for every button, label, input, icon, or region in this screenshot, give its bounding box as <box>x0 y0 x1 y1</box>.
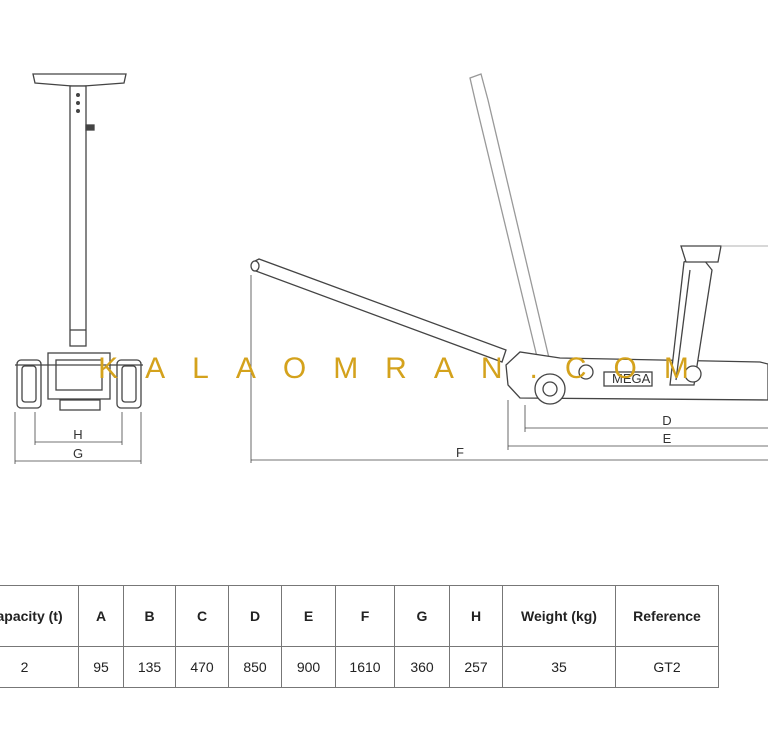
table-cell: 257 <box>449 646 503 688</box>
table-cell: 135 <box>123 646 176 688</box>
watermark-text: KALAOMRAN.COM <box>98 352 716 385</box>
table-cell: GT2 <box>615 646 719 688</box>
dim-label-d: D <box>662 413 671 428</box>
front-view <box>14 73 143 464</box>
dim-label-e: E <box>663 431 672 446</box>
table-cell: 900 <box>281 646 336 688</box>
table-cell: 35 <box>502 646 616 688</box>
table-cell: 2 <box>0 646 79 688</box>
table-header-cell: G <box>394 585 450 647</box>
table-header-cell: C <box>175 585 229 647</box>
table-cell: 95 <box>78 646 124 688</box>
table-header-cell: F <box>335 585 395 647</box>
table-header-cell: Reference <box>615 585 719 647</box>
table-cell: 360 <box>394 646 450 688</box>
side-view <box>250 73 768 463</box>
dim-label-g: G <box>73 446 83 461</box>
table-header-cell: A <box>78 585 124 647</box>
table-row: 2 95 135 470 850 900 1610 360 257 35 GT2 <box>0 646 719 688</box>
table-cell: 850 <box>228 646 282 688</box>
specifications-table: Capacity (t) A B C D E F G H Weight (kg)… <box>0 585 719 688</box>
jack-technical-drawing: MEGA H G D E F <box>14 73 768 464</box>
dim-label-f: F <box>456 445 464 460</box>
table-header-cell: Weight (kg) <box>502 585 616 647</box>
brand-plate-text: MEGA <box>612 371 651 386</box>
table-header-cell: H <box>449 585 503 647</box>
table-header-cell: B <box>123 585 176 647</box>
table-header-cell: D <box>228 585 282 647</box>
table-header-cell: Capacity (t) <box>0 585 79 647</box>
table-cell: 1610 <box>335 646 395 688</box>
table-cell: 470 <box>175 646 229 688</box>
table-header-cell: E <box>281 585 336 647</box>
dim-label-h: H <box>73 427 82 442</box>
table-header-row: Capacity (t) A B C D E F G H Weight (kg)… <box>0 585 719 647</box>
